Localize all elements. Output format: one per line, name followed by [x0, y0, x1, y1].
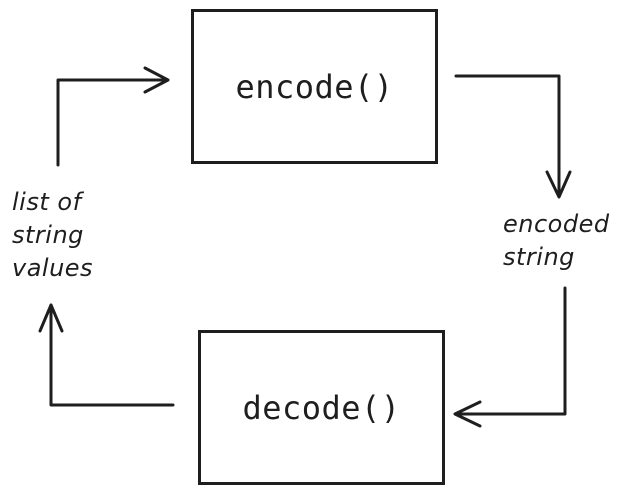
list-label-line-1: list of — [12, 188, 82, 216]
encoded-string-label: encoded string — [503, 208, 610, 274]
list-of-string-values-label: list of string values — [12, 186, 93, 285]
encode-node: encode() — [191, 9, 438, 164]
list-label-line-3: values — [12, 254, 94, 282]
arrow-list-to-encode — [56, 66, 170, 167]
decode-node-label: decode() — [242, 388, 401, 427]
encoded-label-line-2: string — [503, 243, 575, 271]
encoded-label-line-1: encoded — [503, 210, 610, 238]
list-label-line-2: string — [12, 221, 84, 249]
decode-node: decode() — [198, 330, 445, 485]
arrow-decode-to-list — [38, 303, 175, 407]
arrow-encoded-string-to-decode — [453, 286, 567, 428]
arrow-encode-to-encoded-string — [454, 74, 572, 199]
encode-node-label: encode() — [235, 67, 394, 106]
